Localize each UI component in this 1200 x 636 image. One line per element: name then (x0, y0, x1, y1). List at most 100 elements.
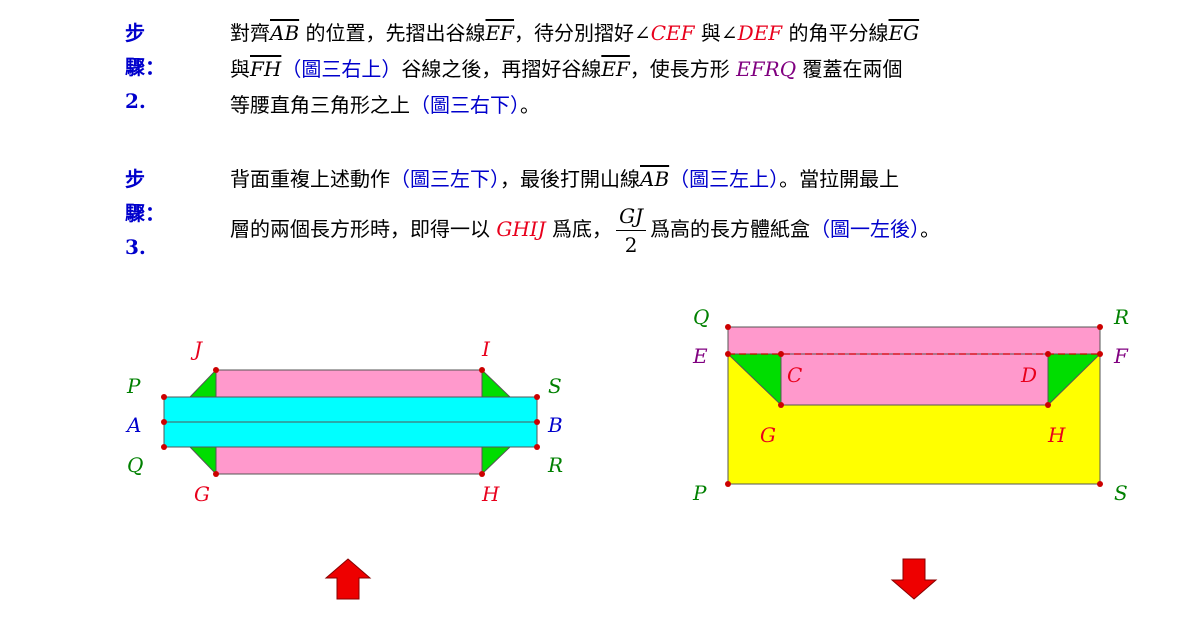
point-a (161, 419, 167, 425)
label-p: P (692, 481, 707, 505)
green-triangle-gq (188, 446, 217, 476)
angle-cef: CEF (650, 21, 695, 45)
left-points (161, 367, 540, 477)
label-s: S (548, 374, 562, 398)
label-d: D (1020, 363, 1037, 387)
text: 爲底， (545, 217, 613, 241)
segment-fh: FH (250, 57, 282, 81)
label-p: P (126, 374, 141, 398)
point-f (1097, 351, 1103, 357)
text: 爲高的長方體紙盒 (650, 217, 811, 241)
down-arrow-icon (890, 558, 938, 600)
point-h (479, 471, 485, 477)
label-e: E (692, 344, 708, 368)
point-i (479, 367, 485, 373)
point-s (534, 394, 540, 400)
figure-ref: （圖三右上） (281, 57, 402, 81)
figure-ref: （圖三左下） (390, 167, 500, 191)
point-e (725, 351, 731, 357)
label-r: R (1113, 305, 1129, 329)
step-2-label: 步驟：2. (125, 21, 165, 113)
angle-def: DEF (737, 21, 783, 45)
text: ，待分別摺好∠ (513, 21, 651, 45)
pink-rect-top (215, 369, 483, 398)
up-arrow-icon (324, 558, 372, 600)
right-diagram: Q R E F C D G H P S (692, 305, 1129, 505)
green-triangle-is (481, 368, 512, 398)
text: 覆蓋在兩個 (796, 57, 903, 81)
segment-eg: EG (888, 21, 920, 45)
point-r (534, 444, 540, 450)
point-g (213, 471, 219, 477)
label-q: Q (693, 305, 709, 329)
label-f: F (1113, 344, 1129, 368)
rect-efrq: EFRQ (736, 57, 797, 81)
point-p (161, 394, 167, 400)
fraction-numerator: GJ (616, 202, 647, 231)
point-h (1045, 402, 1051, 408)
text: 。當拉開最上 (779, 167, 900, 191)
label-g: G (760, 423, 776, 447)
step-3-label: 步驟：3. (125, 167, 165, 259)
green-triangle-hr (481, 446, 512, 476)
label-h: H (1047, 423, 1066, 447)
segment-ab: AB (270, 21, 300, 45)
step-2-line-3: 等腰直角三角形之上（圖三右下）。 (230, 88, 540, 122)
text: 。 (520, 93, 540, 117)
segment-ab: AB (640, 167, 670, 191)
text: ，使長方形 (629, 57, 737, 81)
segment-ef: EF (485, 21, 514, 45)
fraction-denominator: 2 (624, 233, 638, 257)
label-h: H (481, 482, 500, 506)
figure-ref: （圖三左上） (669, 167, 780, 191)
text: 谷線之後，再摺好谷線 (401, 57, 602, 81)
text: 層的兩個長方形時，即得一以 (230, 217, 497, 241)
segment-ef: EF (601, 57, 630, 81)
point-s (1097, 481, 1103, 487)
left-diagram: J I P S A B Q R G H (125, 337, 563, 506)
text: 等腰直角三角形之上 (230, 93, 410, 117)
label-a: A (125, 413, 141, 437)
label-i: I (481, 337, 491, 361)
point-c-top (778, 351, 784, 357)
step-2-line-1: 對齊AB 的位置，先摺出谷線EF，待分別摺好∠CEF 與∠DEF 的角平分線EG (230, 16, 919, 50)
green-triangle-jp (188, 368, 217, 398)
point-p (725, 481, 731, 487)
text: ，最後打開山線 (500, 167, 640, 191)
cyan-rect-top (163, 396, 538, 423)
text: 與 (230, 57, 250, 81)
figure-ref: （圖三右下） (410, 93, 520, 117)
step-3-line-1: 背面重複上述動作（圖三左下），最後打開山線AB（圖三左上）。當拉開最上 (230, 162, 899, 196)
label-c: C (787, 363, 802, 387)
label-b: B (547, 413, 563, 437)
text: 。 (920, 217, 941, 241)
right-points (725, 324, 1103, 487)
point-b (534, 419, 540, 425)
label-j: J (190, 337, 203, 361)
point-q (725, 324, 731, 330)
label-s: S (1114, 481, 1128, 505)
cyan-rect-bottom (163, 421, 538, 448)
text: 與∠ (694, 21, 738, 45)
point-j (213, 367, 219, 373)
label-q: Q (127, 453, 143, 477)
figure-ref: （圖一左後） (810, 217, 921, 241)
point-q (161, 444, 167, 450)
text: 的位置，先摺出谷線 (299, 21, 486, 45)
text: 的角平分線 (782, 21, 889, 45)
pink-rect-efrq (727, 326, 1101, 355)
step-2-line-2: 與FH（圖三右上）谷線之後，再摺好谷線EF，使長方形 EFRQ 覆蓋在兩個 (230, 52, 902, 86)
label-r: R (547, 453, 563, 477)
text: 對齊 (230, 21, 270, 45)
point-d-top (1045, 351, 1051, 357)
text: 背面重複上述動作 (230, 167, 390, 191)
point-g (778, 402, 784, 408)
label-g: G (194, 482, 210, 506)
point-r (1097, 324, 1103, 330)
base-ghij: GHIJ (496, 217, 546, 241)
pink-rect-middle (780, 353, 1049, 406)
pink-rect-bottom (215, 446, 483, 475)
